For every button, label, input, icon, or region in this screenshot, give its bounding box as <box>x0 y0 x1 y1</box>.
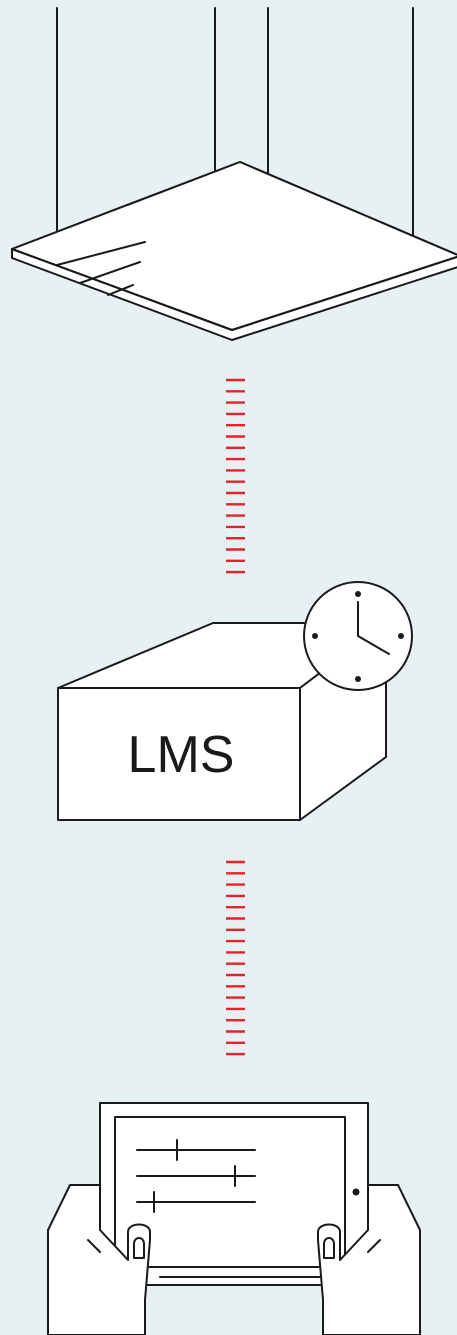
lms-label: LMS <box>128 726 235 784</box>
tablet-home-button <box>353 1189 360 1196</box>
panel-surface <box>12 162 457 330</box>
clock-tick <box>312 633 318 639</box>
dashed-connector <box>226 380 245 572</box>
clock-tick <box>355 591 361 597</box>
tablet-in-hands-icon <box>48 1103 420 1335</box>
clock-tick <box>355 676 361 682</box>
clock-icon <box>304 582 412 690</box>
slider-controls <box>137 1140 255 1212</box>
clock-tick <box>398 633 404 639</box>
dashed-connector <box>226 862 245 1054</box>
ceiling-light-panel-icon <box>12 8 457 340</box>
